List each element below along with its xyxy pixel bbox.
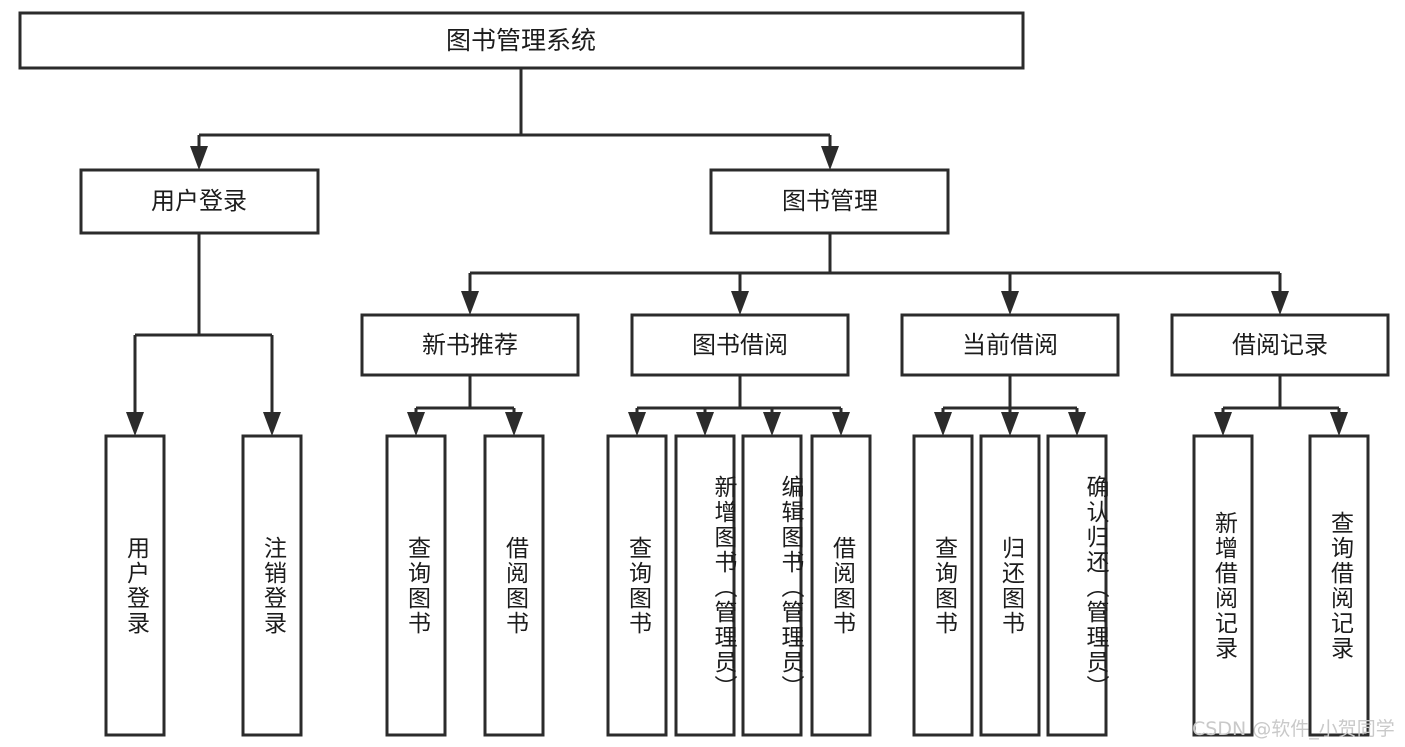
node-borrow-record-box[interactable] bbox=[1170, 313, 1390, 377]
node-new-book-box[interactable] bbox=[360, 313, 580, 377]
leaf-boxes-book-borrow bbox=[606, 434, 872, 737]
leaf-box-bb-add[interactable] bbox=[674, 434, 736, 737]
edges-book-manage-to-level3 bbox=[461, 233, 1289, 315]
leaf-boxes-user-login bbox=[104, 434, 303, 737]
leaf-box-cb-query[interactable] bbox=[912, 434, 974, 737]
leaf-box-br-add[interactable] bbox=[1192, 434, 1254, 737]
node-user-login-label: 用户登录 bbox=[151, 187, 247, 215]
watermark-text: CSDN @软件_小贺同学 bbox=[1192, 718, 1395, 740]
edges-book-borrow-to-leaves bbox=[628, 375, 850, 436]
edges-borrow-record-to-leaves bbox=[1214, 375, 1348, 436]
node-current-borrow[interactable]: 当前借阅 bbox=[900, 313, 1120, 377]
edges-root-to-level2 bbox=[190, 68, 839, 170]
node-book-manage-label: 图书管理 bbox=[782, 187, 878, 215]
arrowhead-bb-leaf1 bbox=[628, 412, 646, 436]
node-user-login-box[interactable] bbox=[79, 168, 320, 235]
node-user-login[interactable]: 用户登录 bbox=[79, 168, 320, 235]
node-book-borrow-box[interactable] bbox=[630, 313, 850, 377]
leaf-box-logout[interactable] bbox=[241, 434, 303, 737]
arrowhead-br-leaf2 bbox=[1330, 412, 1348, 436]
node-new-book-recommend[interactable]: 新书推荐 bbox=[360, 313, 580, 377]
arrowhead-bb-leaf2 bbox=[696, 412, 714, 436]
arrowhead-borrow-record bbox=[1271, 291, 1289, 315]
node-book-borrow-label: 图书借阅 bbox=[692, 331, 788, 359]
node-root-label: 图书管理系统 bbox=[446, 26, 596, 55]
node-book-manage[interactable]: 图书管理 bbox=[709, 168, 950, 235]
node-borrow-record[interactable]: 借阅记录 bbox=[1170, 313, 1390, 377]
node-root[interactable]: 图书管理系统 bbox=[18, 11, 1025, 70]
node-root-box[interactable] bbox=[18, 11, 1025, 70]
node-new-book-label: 新书推荐 bbox=[422, 331, 518, 359]
leaf-box-br-query[interactable] bbox=[1308, 434, 1370, 737]
leaf-box-cb-return[interactable] bbox=[979, 434, 1041, 737]
arrowhead-cb-leaf3 bbox=[1068, 412, 1086, 436]
node-borrow-record-label: 借阅记录 bbox=[1232, 331, 1328, 359]
arrowhead-leaf-user-login bbox=[126, 412, 144, 436]
arrowhead-current-borrow bbox=[1001, 291, 1019, 315]
arrowhead-nb-leaf1 bbox=[407, 412, 425, 436]
arrowhead-book-borrow bbox=[731, 291, 749, 315]
arrowhead-leaf-logout bbox=[263, 412, 281, 436]
node-current-borrow-label: 当前借阅 bbox=[962, 331, 1058, 359]
leaf-box-bb-query[interactable] bbox=[606, 434, 668, 737]
node-current-borrow-box[interactable] bbox=[900, 313, 1120, 377]
node-book-borrow[interactable]: 图书借阅 bbox=[630, 313, 850, 377]
leaf-box-nb-query[interactable] bbox=[385, 434, 447, 737]
edges-user-login-to-leaves bbox=[126, 233, 281, 436]
arrowhead-bb-leaf4 bbox=[832, 412, 850, 436]
arrowhead-nb-leaf2 bbox=[505, 412, 523, 436]
edges-new-book-to-leaves bbox=[407, 375, 523, 436]
arrowhead-book-manage bbox=[821, 146, 839, 170]
leaf-boxes-borrow-record bbox=[1192, 434, 1370, 737]
leaf-box-bb-borrow[interactable] bbox=[810, 434, 872, 737]
leaf-boxes-current-borrow bbox=[912, 434, 1108, 737]
leaf-box-bb-edit[interactable] bbox=[741, 434, 803, 737]
leaf-box-cb-confirm[interactable] bbox=[1046, 434, 1108, 737]
leaf-box-user-login[interactable] bbox=[104, 434, 166, 737]
edges-current-borrow-to-leaves bbox=[934, 375, 1086, 436]
arrowhead-cb-leaf2 bbox=[1001, 412, 1019, 436]
arrowhead-cb-leaf1 bbox=[934, 412, 952, 436]
node-book-manage-box[interactable] bbox=[709, 168, 950, 235]
arrowhead-br-leaf1 bbox=[1214, 412, 1232, 436]
arrowhead-new-book bbox=[461, 291, 479, 315]
leaf-box-nb-borrow[interactable] bbox=[483, 434, 545, 737]
leaf-boxes-new-book bbox=[385, 434, 545, 737]
arrowhead-user-login bbox=[190, 146, 208, 170]
arrowhead-bb-leaf3 bbox=[763, 412, 781, 436]
